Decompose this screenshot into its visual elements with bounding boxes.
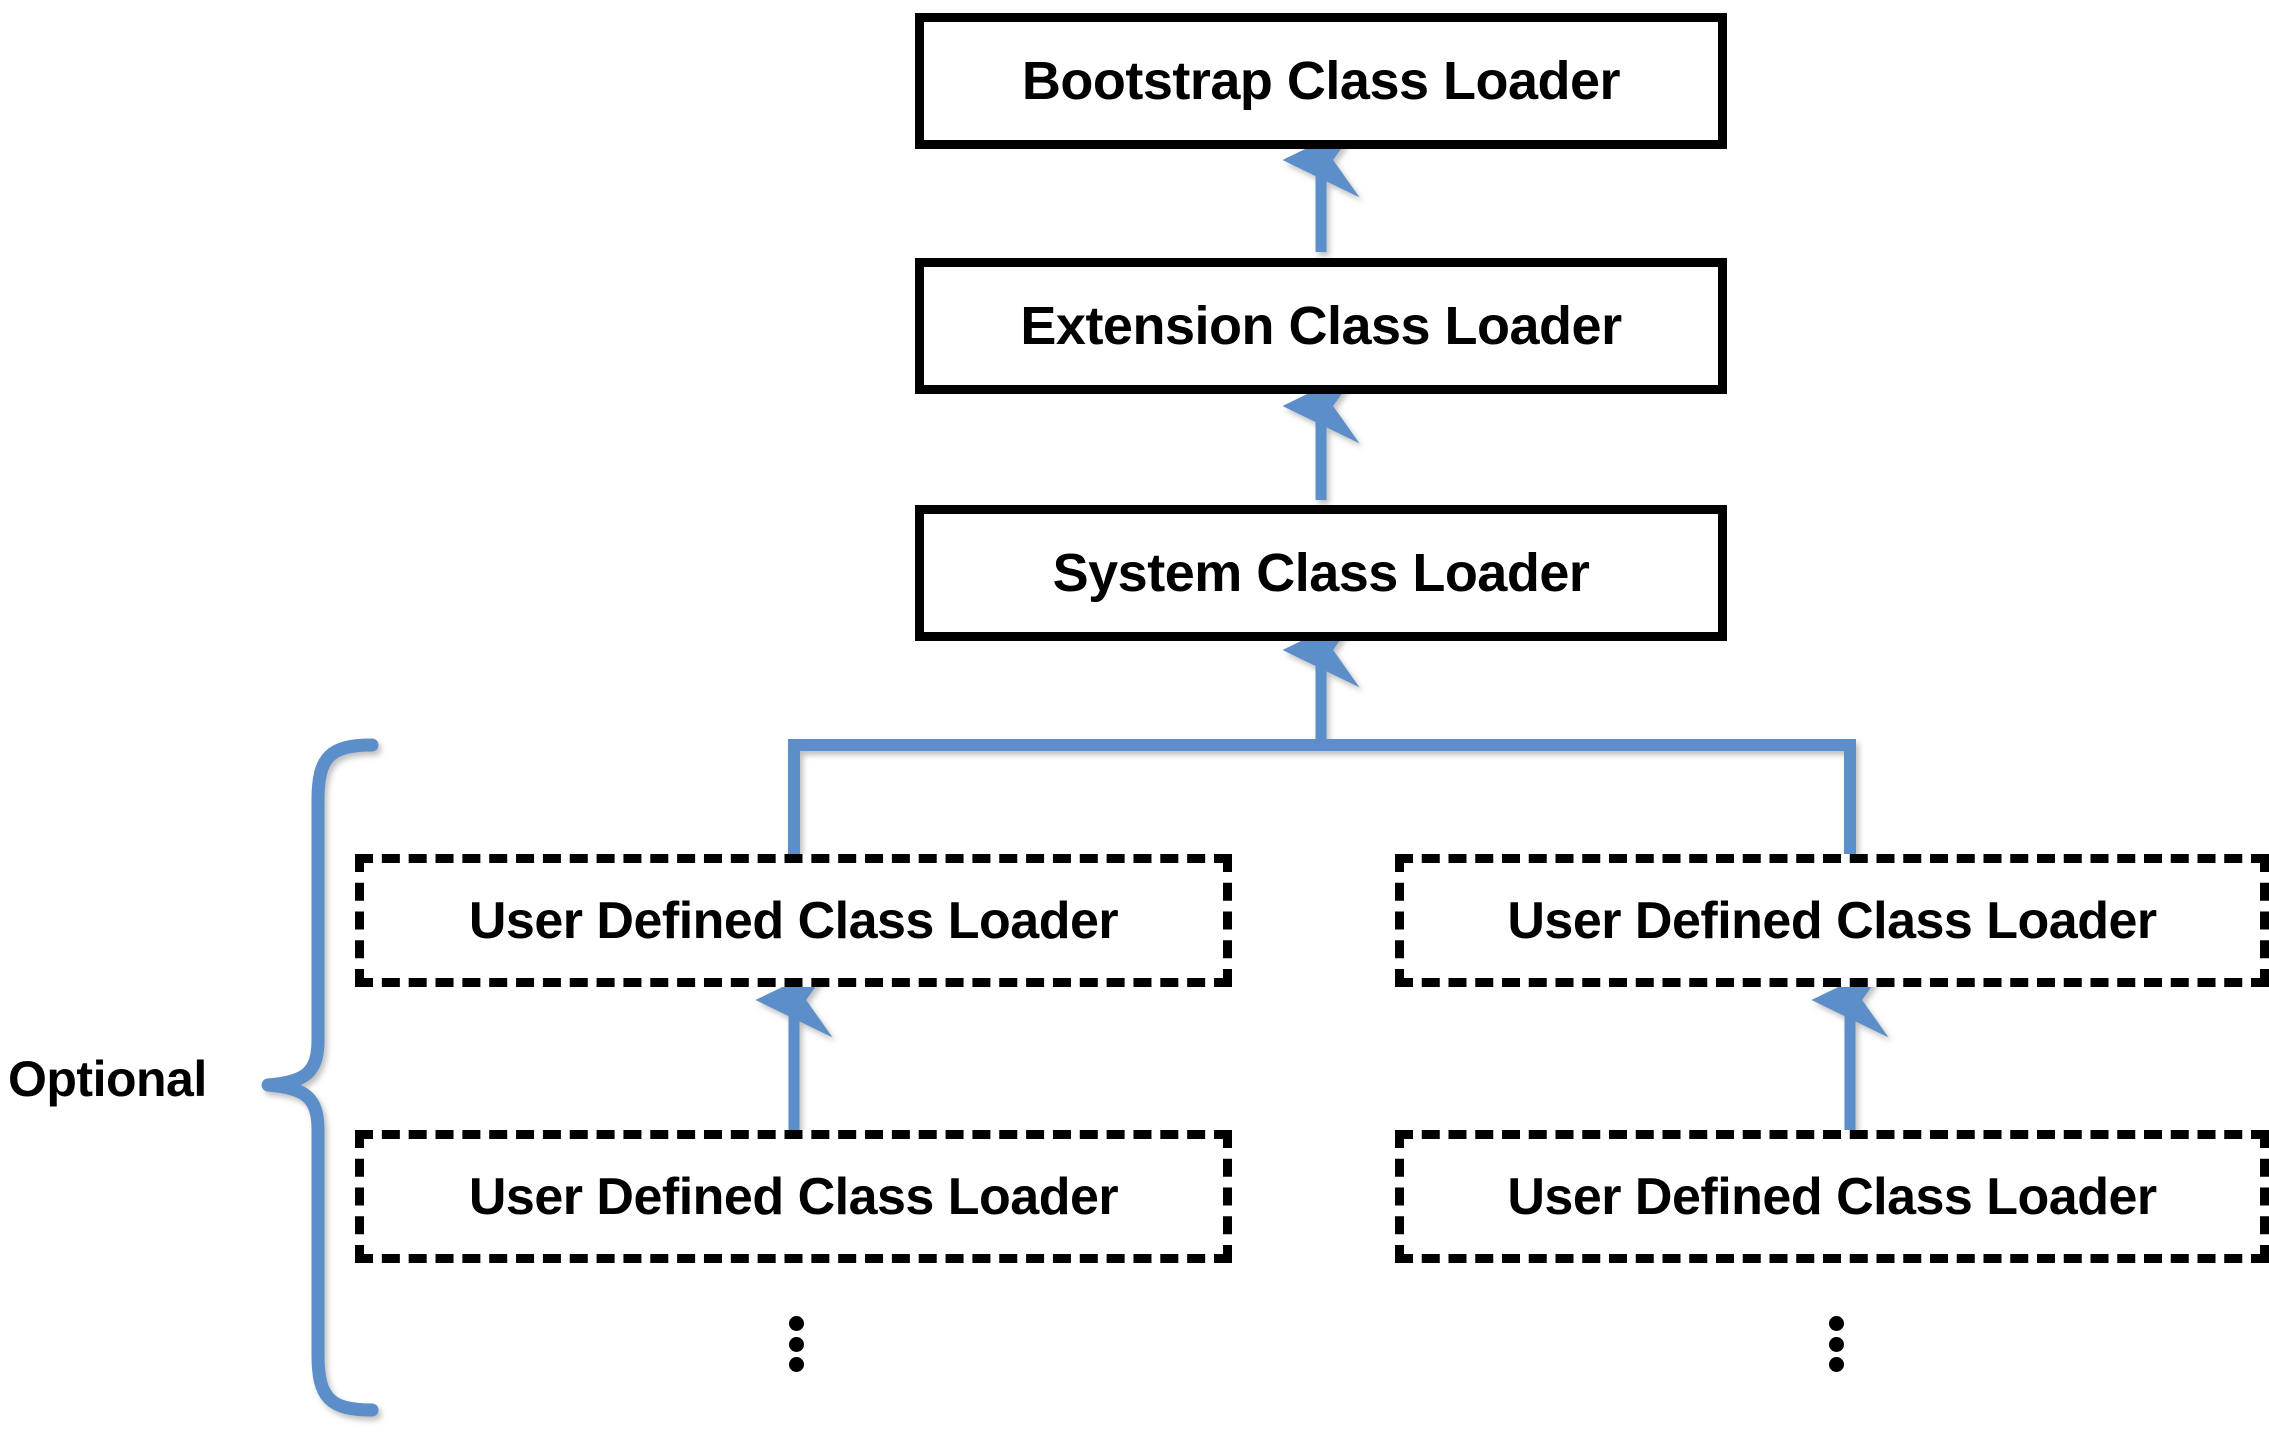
optional-group-label: Optional xyxy=(8,1051,207,1107)
vertical-ellipsis-icon-left xyxy=(785,1316,807,1372)
node-label: System Class Loader xyxy=(1052,543,1590,603)
dot xyxy=(788,1316,804,1331)
node-label: User Defined Class Loader xyxy=(468,891,1119,950)
node-user-defined-class-loader-right-bottom[interactable]: User Defined Class Loader xyxy=(1395,1130,2269,1263)
node-label: Extension Class Loader xyxy=(1020,296,1622,356)
node-extension-class-loader[interactable]: Extension Class Loader xyxy=(915,258,1727,394)
dot xyxy=(1828,1357,1844,1372)
node-label: User Defined Class Loader xyxy=(1507,1167,2157,1226)
vertical-ellipsis-icon-right xyxy=(1825,1316,1847,1372)
node-user-defined-class-loader-left-top[interactable]: User Defined Class Loader xyxy=(355,854,1232,987)
dot xyxy=(1828,1316,1844,1331)
node-label: User Defined Class Loader xyxy=(468,1167,1119,1226)
node-bootstrap-class-loader[interactable]: Bootstrap Class Loader xyxy=(915,13,1727,149)
node-user-defined-class-loader-right-top[interactable]: User Defined Class Loader xyxy=(1395,854,2269,987)
dot xyxy=(788,1357,804,1372)
curly-brace-icon xyxy=(261,738,379,1417)
node-label: Bootstrap Class Loader xyxy=(1021,51,1621,111)
dot xyxy=(788,1336,804,1352)
dot xyxy=(1828,1336,1844,1352)
node-label: User Defined Class Loader xyxy=(1507,891,2157,950)
node-user-defined-class-loader-left-bottom[interactable]: User Defined Class Loader xyxy=(355,1130,1232,1263)
node-system-class-loader[interactable]: System Class Loader xyxy=(915,505,1727,641)
